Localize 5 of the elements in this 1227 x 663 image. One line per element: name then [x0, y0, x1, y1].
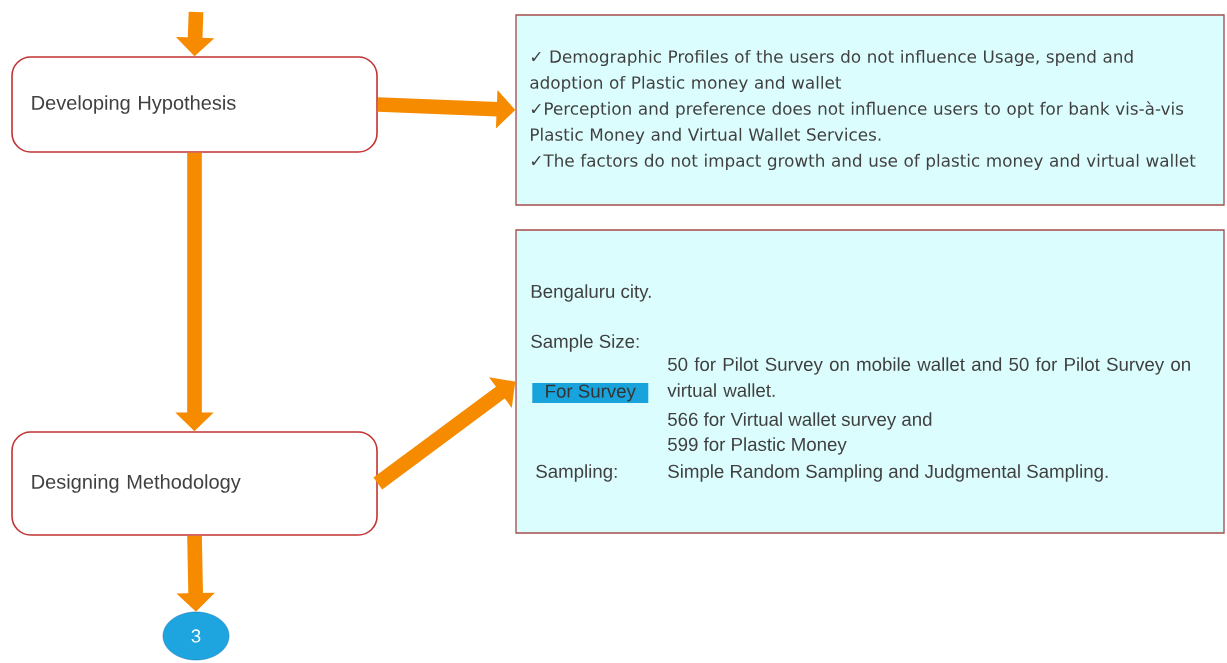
process-box: Developing Hypothesis [11, 56, 378, 153]
text-box: Bengaluru city. Sample Size: For Survey 50 for Pilot Survey on mobile wallet and 50 for Pilot Survey on virtual wallet. 566 for Virtual wallet survey and 599 for Plastic Money Sampling: Simple Random Sampling and Judgmental Sampling. [515, 229, 1225, 534]
text-box: ✓ Demographic Profiles of the users do not influence Usage, spend and adoption of Plastic money and wallet ✓Perception and preference does not influence users to opt for bank vis-à-vis Plastic Money and Virtual Wallet Services. ✓The factors do not impact growth and use of plastic money and virtual wallet [515, 14, 1225, 206]
process-box: Designing Methodology [11, 431, 378, 536]
arrow [373, 377, 516, 490]
